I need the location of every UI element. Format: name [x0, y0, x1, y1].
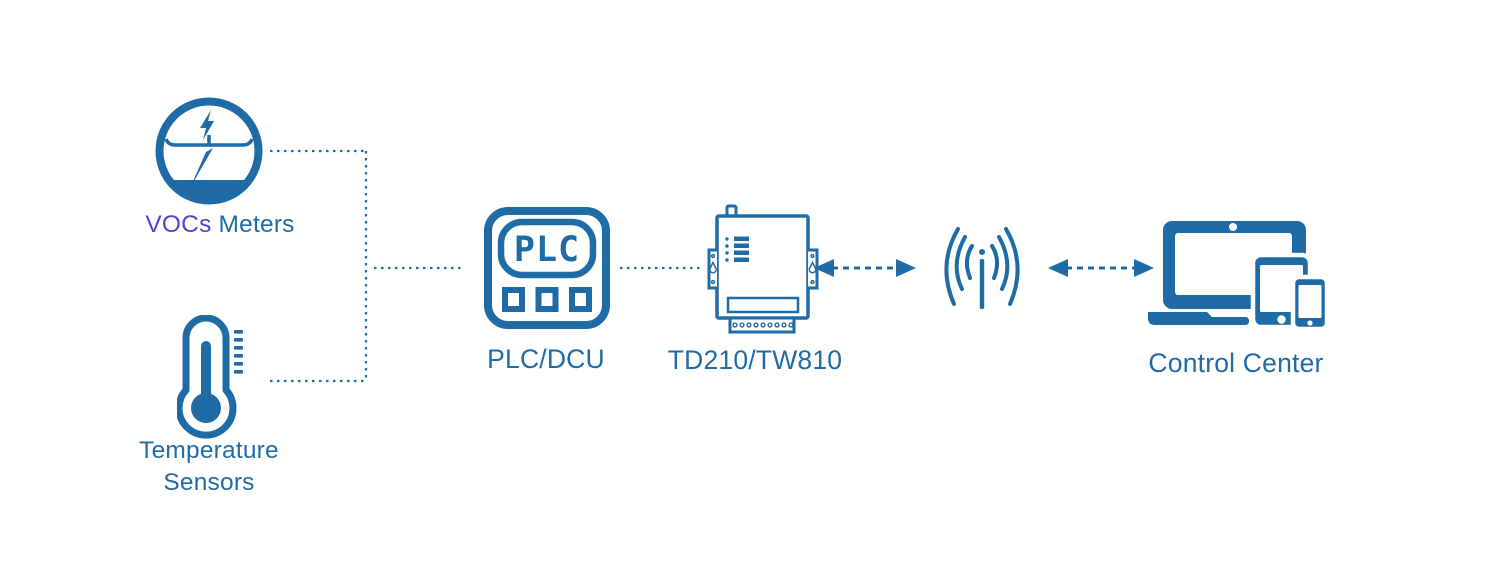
dtu-led-indicators [725, 236, 749, 262]
gauge-needle [190, 148, 213, 188]
thermometer-column [201, 341, 211, 401]
arrow-antenna-control [1048, 259, 1154, 277]
plc-screen-text: PLC [514, 230, 580, 270]
lightning-bolt-icon [200, 110, 214, 140]
plc-display [497, 218, 597, 279]
devices-icon [1148, 221, 1330, 332]
antenna-pole [979, 259, 985, 309]
phone-icon [1290, 274, 1330, 332]
vocs-accent-text: VOCs [145, 211, 212, 238]
dtu-antenna-stub [725, 204, 738, 216]
arrowhead-left-icon [814, 259, 834, 277]
dtu-label: TD210/TW810 [667, 345, 843, 375]
dtu-screw-holes [709, 253, 817, 285]
arrow-dtu-antenna [814, 259, 916, 277]
signal-waves [944, 227, 1020, 306]
dtu-terminal-block [728, 316, 796, 334]
dtu-modem-icon [707, 204, 819, 334]
plc-label: PLC/DCU [487, 344, 605, 374]
thermometer-icon [177, 315, 243, 439]
gauge-meter-icon [155, 97, 263, 205]
temperature-sensors-label: Temperature Sensors [109, 435, 309, 499]
plc-button [502, 287, 525, 312]
wireless-antenna-icon [944, 227, 1020, 309]
control-center-label: Control Center [1148, 348, 1324, 378]
plc-button [535, 287, 559, 312]
dtu-ear-right [808, 248, 819, 290]
dtu-label-plate [726, 296, 800, 314]
thermometer-ticks [234, 330, 243, 374]
plc-controller-icon: PLC [484, 207, 610, 329]
temperature-line1: Temperature [139, 437, 279, 464]
arrowhead-left-icon [1048, 259, 1068, 277]
antenna-tip [979, 249, 985, 255]
dtu-terminal-pins [732, 322, 794, 328]
meters-text: Meters [218, 211, 295, 238]
plc-button [569, 287, 592, 312]
arrowhead-right-icon [896, 259, 916, 277]
gauge-ring [155, 97, 263, 205]
arrowhead-right-icon [1134, 259, 1154, 277]
vocs-meters-label: VOCs Meters [110, 209, 330, 241]
temperature-line2: Sensors [163, 469, 255, 496]
thermometer-bulb [191, 393, 221, 423]
